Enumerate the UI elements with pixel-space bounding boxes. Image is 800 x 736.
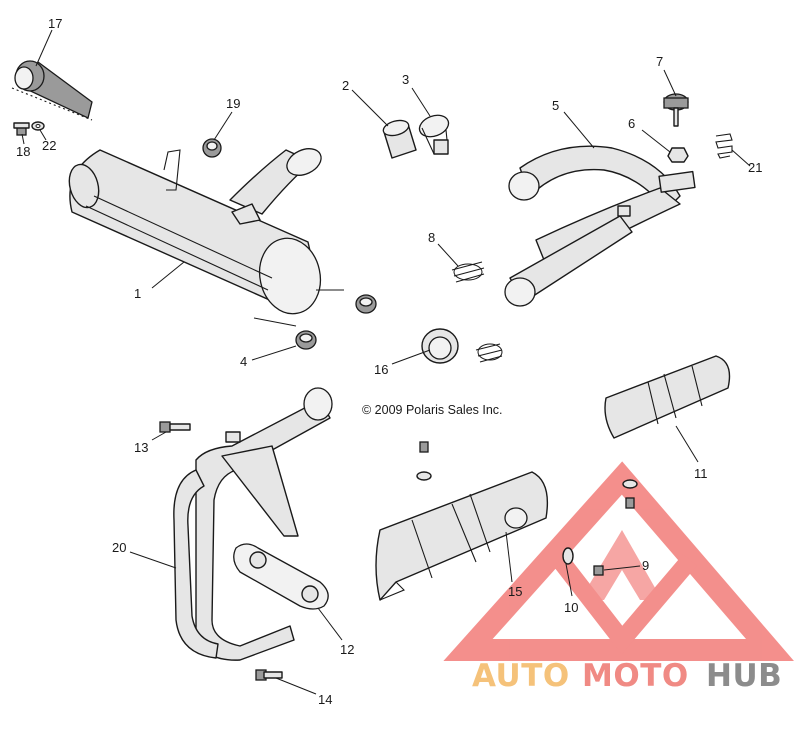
bolt-upper [416,441,432,481]
callout-18: 18 [16,144,30,159]
callout-16: 16 [374,362,388,377]
part-19-grommet [202,138,222,158]
part-20-header-pipe [173,387,333,661]
callout-14: 14 [318,692,332,707]
callout-9: 9 [642,558,649,573]
spring-lower [475,343,503,363]
part-15-heat-shield [375,471,549,601]
watermark-hub: HUB [706,658,782,694]
part-11-heat-shield [604,355,731,439]
part-13-bolt [159,421,191,433]
part-21-spring [715,133,733,159]
part-5-head-pipe [504,145,696,307]
leader-lines [21,69,751,695]
callout-11: 11 [694,466,708,481]
part-7-bumper [663,93,689,127]
callout-10: 10 [564,600,578,615]
callout-labels: 1 2 3 4 5 6 7 8 9 10 11 12 13 14 15 16 1… [16,16,762,707]
part-9-screw [593,565,604,576]
callout-7: 7 [656,54,663,69]
part-2-sleeve [382,119,417,159]
callout-12: 12 [340,642,354,657]
watermark-auto: AUTO [472,658,570,694]
part-16-gasket [421,328,459,364]
washer-right [622,479,638,509]
part-14-bolt [255,669,283,681]
callout-21: 21 [748,160,762,175]
callout-17: 17 [48,16,62,31]
part-12-gasket [233,543,329,610]
watermark-logo [443,461,794,661]
grommet-upper [355,294,377,314]
callout-15: 15 [508,584,522,599]
callout-6: 6 [628,116,635,131]
part-1-muffler [68,148,344,327]
part-6-nut [667,147,689,163]
part-18-screw [13,122,30,136]
callout-1: 1 [134,286,141,301]
callout-8: 8 [428,230,435,245]
callout-4: 4 [240,354,247,369]
part-17-spark-arrestor [11,29,93,121]
part-3-clamp [418,114,450,155]
watermark-moto: MOTO [582,658,689,694]
callout-3: 3 [402,72,409,87]
callout-2: 2 [342,78,349,93]
callout-19: 19 [226,96,240,111]
part-4-grommet [295,330,317,350]
part-8-spring [451,261,485,283]
part-22-washer [31,121,45,131]
copyright-notice: © 2009 Polaris Sales Inc. [362,403,503,417]
watermark-wordmark: AUTO MOTO HUB [472,658,782,694]
callout-20: 20 [112,540,126,555]
part-10-washer [562,547,574,565]
callout-22: 22 [42,138,56,153]
callout-13: 13 [134,440,148,455]
callout-5: 5 [552,98,559,113]
